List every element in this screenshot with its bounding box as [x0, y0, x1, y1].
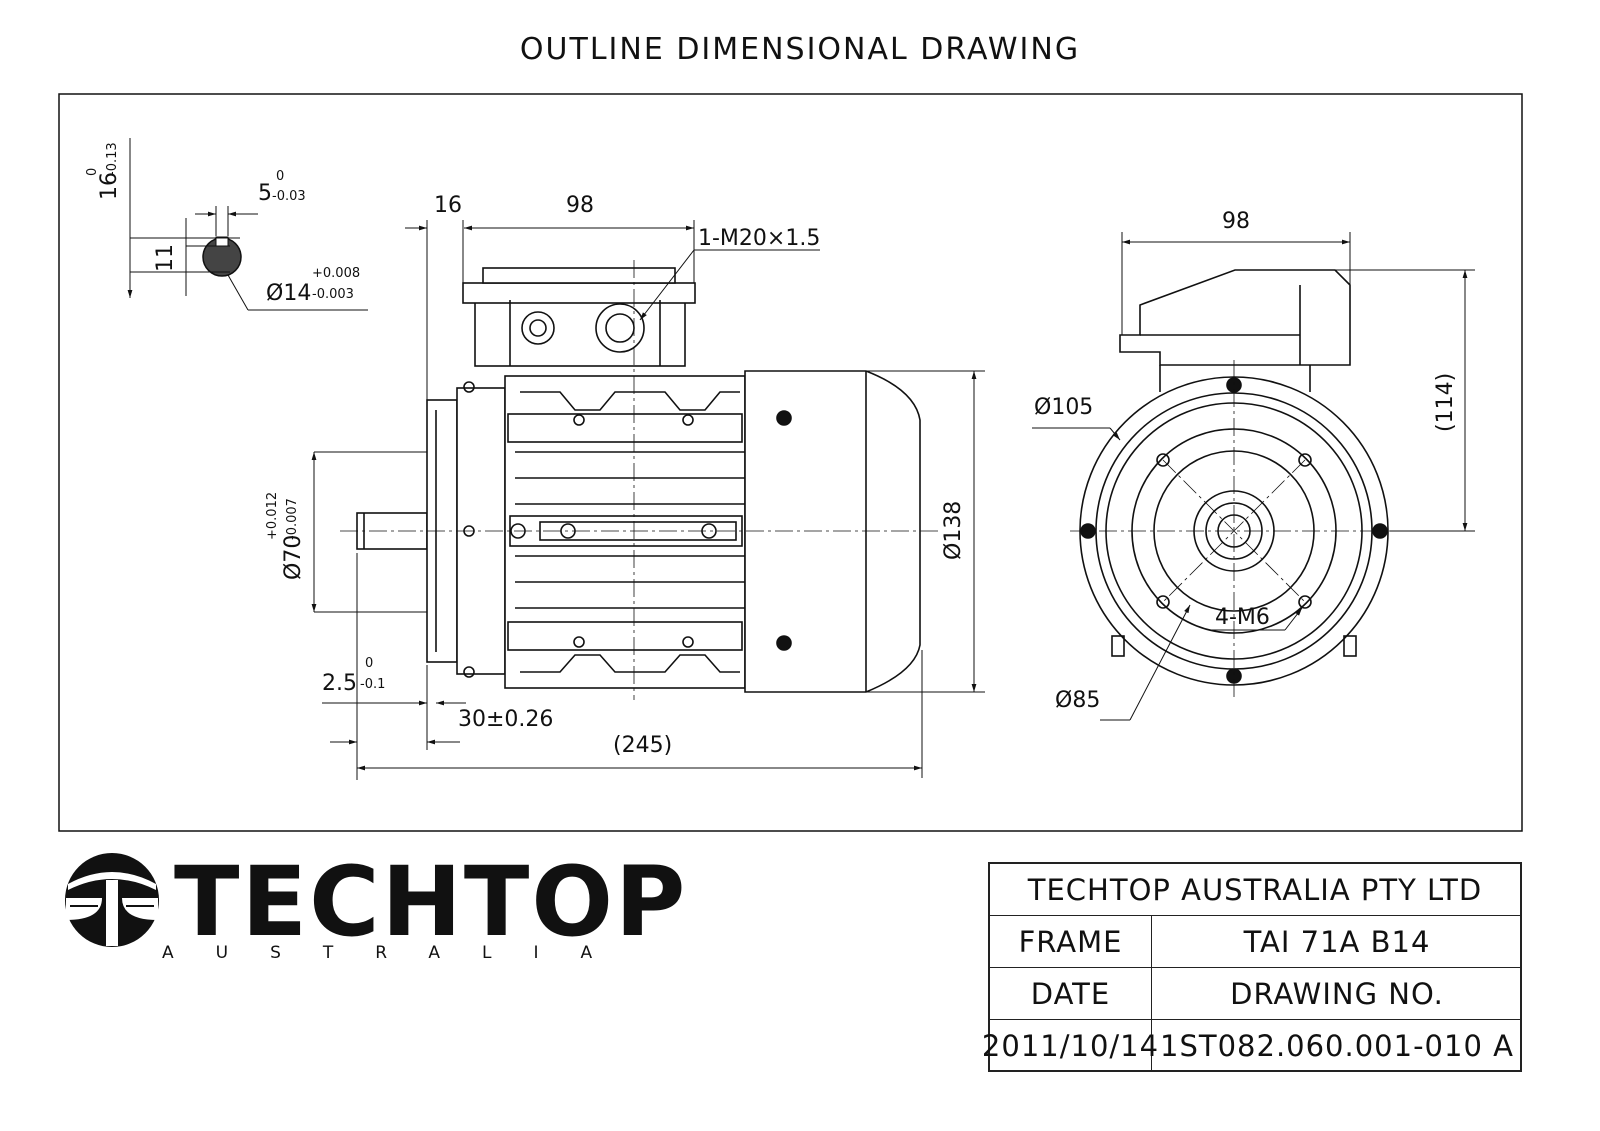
pcd-diameter-label: Ø85 [1055, 688, 1100, 713]
techtop-emblem-icon [65, 853, 159, 947]
shaft-length-label: 30±0.26 [458, 707, 553, 732]
key-height-label: 11 [153, 244, 178, 272]
spigot-depth-upper: 0 [365, 656, 373, 671]
frame-value: TAI 71A B14 [1243, 924, 1431, 959]
drawing-frame [58, 93, 1523, 832]
shaft-diameter-upper: +0.008 [312, 266, 360, 281]
end-dimension-lines [1032, 232, 1475, 721]
title-block-date-row: DATE DRAWING NO. [990, 968, 1520, 1020]
box-width-label: 98 [1222, 209, 1250, 234]
key-depth-lower: -0.13 [105, 142, 120, 176]
spigot-diameter-label: Ø70 [281, 535, 306, 580]
brand-name: TECHTOP [174, 846, 688, 958]
key-depth-upper: 0 [85, 168, 100, 176]
box-length-label: 98 [566, 193, 594, 218]
title-block-company-row: TECHTOP AUSTRALIA PTY LTD [990, 864, 1520, 916]
body-diameter-label: Ø138 [941, 501, 966, 560]
page-title: OUTLINE DIMENSIONAL DRAWING [519, 32, 1081, 67]
key-width-label: 5 [258, 181, 272, 206]
motor-side-view [356, 267, 921, 693]
key-depth-label: 16 [97, 172, 122, 200]
spigot-depth-label: 2.5 [322, 671, 357, 696]
shaft-diameter-label: Ø14 [266, 281, 311, 306]
date-label: DATE [990, 968, 1152, 1019]
flange-offset-label: 16 [434, 193, 462, 218]
flange-holes-label: 4-M6 [1215, 605, 1270, 630]
techtop-logo: TECHTOP AUSTRALIA [62, 850, 685, 970]
key-width-upper: 0 [276, 169, 284, 184]
spigot-upper: +0.012 [265, 492, 280, 540]
box-height-label: (114) [1433, 373, 1458, 432]
cable-gland-label: 1-M20×1.5 [698, 226, 820, 251]
spigot-depth-lower: -0.1 [360, 677, 385, 692]
company-name: TECHTOP AUSTRALIA PTY LTD [1027, 872, 1483, 907]
flange-diameter-label: Ø105 [1034, 395, 1093, 420]
shaft-diameter-lower: -0.003 [312, 287, 354, 302]
spigot-lower: -0.007 [285, 498, 300, 540]
frame-label: FRAME [990, 916, 1152, 967]
title-block-value-row: 2011/10/14 1ST082.060.001-010 A [982, 1020, 1520, 1072]
drawing-number-value: 1ST082.060.001-010 A [1160, 1029, 1514, 1063]
drawing-number-label: DRAWING NO. [1230, 976, 1444, 1011]
key-width-lower: -0.03 [272, 189, 306, 204]
title-block: TECHTOP AUSTRALIA PTY LTD FRAME TAI 71A … [982, 862, 1522, 1072]
title-block-frame-row: FRAME TAI 71A B14 [990, 916, 1520, 968]
brand-subtitle: AUSTRALIA [162, 943, 635, 963]
date-value: 2011/10/14 [982, 1020, 1158, 1072]
key-detail [127, 138, 368, 311]
overall-length-label: (245) [613, 733, 672, 758]
side-dimension-lines [311, 220, 985, 780]
